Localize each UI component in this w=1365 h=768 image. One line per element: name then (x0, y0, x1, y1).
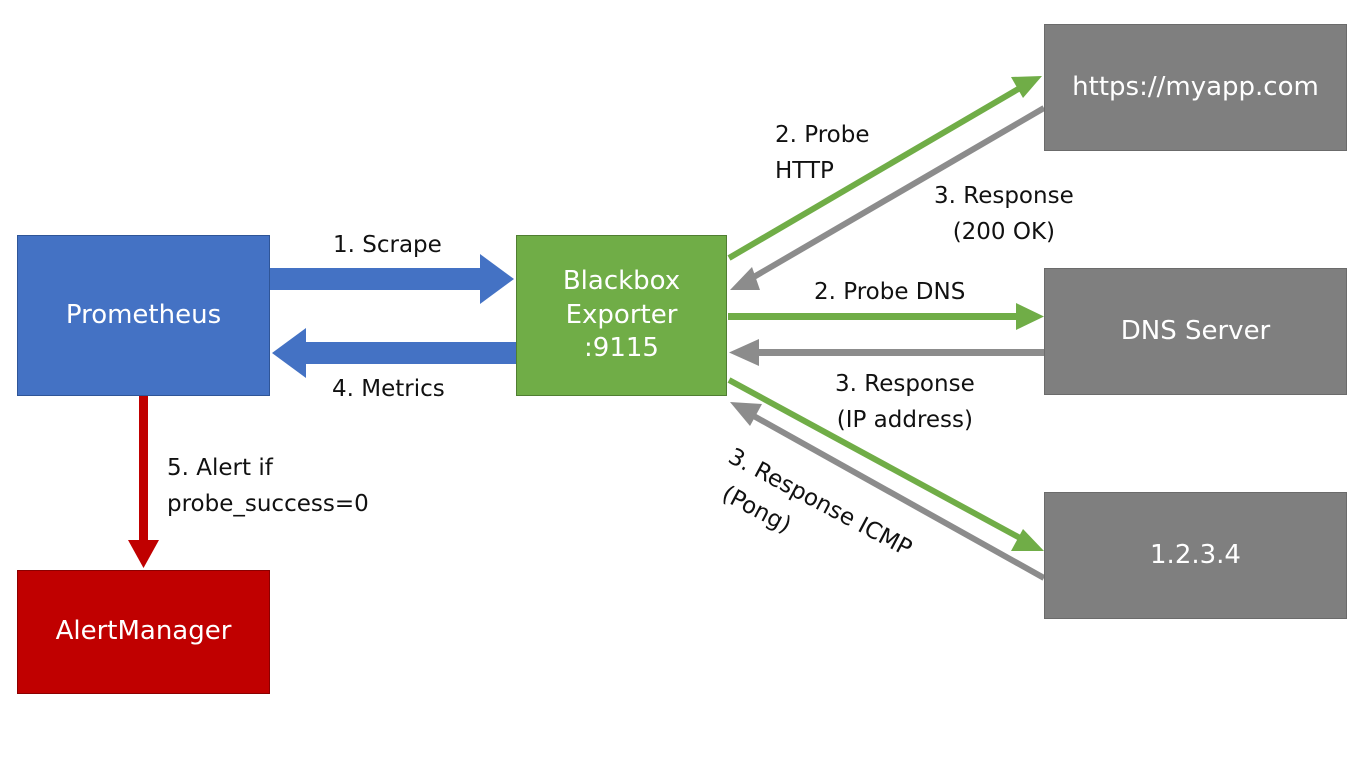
blackbox-label-line-3: :9115 (584, 333, 659, 364)
blackbox-label-line-2: Exporter (565, 299, 678, 330)
response-http-label: 3. Response (200 OK) (934, 183, 1074, 245)
scrape-arrow (270, 254, 514, 304)
target-http-node: https://myapp.com (1044, 24, 1347, 151)
target-icmp-node: 1.2.3.4 (1044, 492, 1347, 619)
target-icmp-label: 1.2.3.4 (1150, 539, 1241, 570)
alert-label: 5. Alert if probe_success=0 (167, 455, 369, 517)
probe-icmp-arrow (727, 377, 1044, 551)
probe-http-label: 2. Probe HTTP (775, 122, 870, 184)
blackbox-exporter-node: Blackbox Exporter :9115 (516, 235, 727, 396)
target-dns-node: DNS Server (1044, 268, 1347, 395)
probe-http-arrow (727, 76, 1042, 261)
response-icmp-arrow (730, 402, 1046, 581)
alert-arrow (128, 396, 159, 568)
response-http-arrow (730, 105, 1046, 290)
target-dns-label: DNS Server (1120, 315, 1271, 346)
prometheus-label: Prometheus (65, 299, 222, 330)
target-http-label: https://myapp.com (1072, 71, 1319, 102)
scrape-label: 1. Scrape (333, 232, 442, 258)
response-dns-label: 3. Response (IP address) (835, 371, 975, 433)
prometheus-node: Prometheus (17, 235, 270, 396)
probe-dns-label: 2. Probe DNS (814, 279, 966, 305)
response-dns-arrow (729, 339, 1044, 366)
alertmanager-label: AlertManager (55, 616, 232, 647)
probe-dns-arrow (728, 303, 1044, 330)
metrics-arrow (272, 328, 516, 378)
alertmanager-node: AlertManager (17, 570, 270, 694)
blackbox-label-line-1: Blackbox (562, 265, 681, 296)
metrics-label: 4. Metrics (332, 376, 445, 402)
